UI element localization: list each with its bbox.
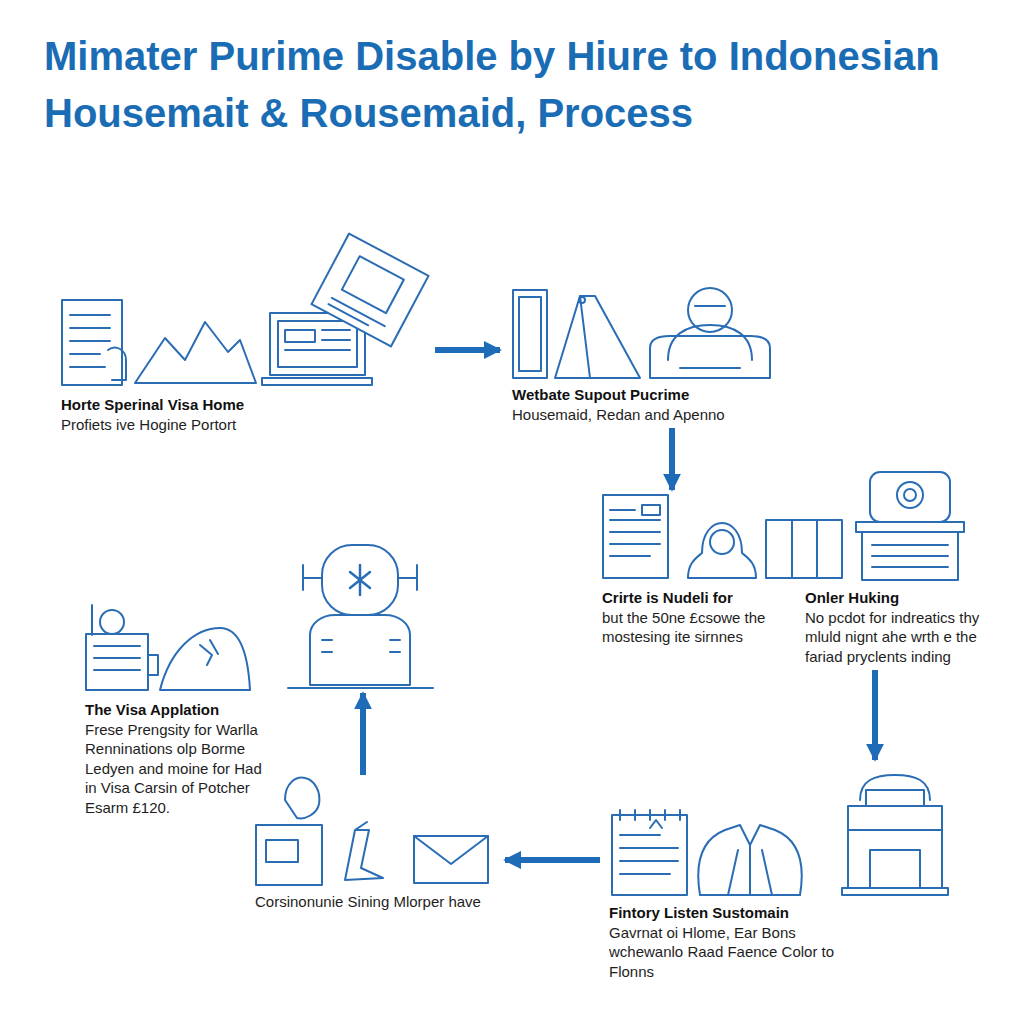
flow-arrow [669,428,675,490]
process-step: Corsinonunie Sining Mlorper have [245,775,505,916]
step-heading: Onler Huking [805,588,988,608]
tilted-document-icon [311,234,428,347]
step-caption: Wetbate Supout PucrimeHousemaid, Redan a… [512,385,777,424]
contract-icon [256,778,322,885]
process-step: Horte Sperinal Visa HomeProfiets ive Hog… [55,235,435,438]
step-caption: The Visa ApplationFrese Prengsity for Wa… [85,700,270,817]
step-body: Frese Prengsity for Warlla Renninations … [85,720,270,818]
tag-icon [555,296,640,378]
step-body: Housemaid, Redan and Apenno [512,405,777,425]
process-step: Wetbate Supout PucrimeHousemaid, Redan a… [500,280,785,428]
flow-arrow [505,857,600,863]
step-caption: Crirte is Nudeli forbut the 50ne £csowe … [602,588,790,647]
device-icon [86,605,158,690]
form-icon [603,495,668,578]
step-body: No pcdot for indreatics thy mluld nignt … [805,608,988,667]
step-body: Corsinonunie Sining Mlorper have [255,892,495,912]
process-step: Crirte is Nudeli forbut the 50ne £csowe … [595,490,792,651]
panel-icon [513,290,547,378]
notepad-icon [612,810,687,895]
process-step: Onler HukingNo pcdot for indreatics thy … [800,465,990,670]
garment-icon [698,825,801,895]
step-caption: Fintory Listen SustomainGavrnat oi Hlome… [609,903,849,981]
step-heading: Crirte is Nudeli for [602,588,790,608]
step-body: Gavrnat oi Hlome, Ear Bons wchewanlo Raa… [609,923,849,982]
machine-icon [856,472,964,580]
cabinet-icon [766,520,842,578]
process-step: Fintory Listen SustomainGavrnat oi Hlome… [600,760,985,985]
step-body: but the 50ne £csowe the mostesing ite si… [602,608,790,647]
diagram-title: Mimater Purime Disable by Hiure to Indon… [44,28,944,142]
step-caption: Onler HukingNo pcdot for indreatics thy … [805,588,988,666]
step-heading: The Visa Applation [85,700,270,720]
step-caption: Corsinonunie Sining Mlorper have [255,892,495,912]
tent-icon [160,628,250,690]
document-icon [62,300,126,385]
envelope-icon [414,836,488,883]
flow-arrow [872,670,878,760]
printer-icon [842,775,948,895]
step-body: Profiets ive Hogine Portort [61,415,361,435]
step-heading: Fintory Listen Sustomain [609,903,849,923]
flow-arrow [435,347,500,353]
mountain-icon [135,322,256,383]
bell-person-icon [688,523,756,578]
step-heading: Wetbate Supout Pucrime [512,385,777,405]
step-heading: Horte Sperinal Visa Home [61,395,361,415]
robot-icon [288,545,433,688]
flow-arrow [360,693,366,775]
process-step: The Visa ApplationFrese Prengsity for Wa… [75,535,440,821]
lamp-icon [345,822,383,880]
step-caption: Horte Sperinal Visa HomeProfiets ive Hog… [61,395,361,434]
person-icon [650,288,770,378]
